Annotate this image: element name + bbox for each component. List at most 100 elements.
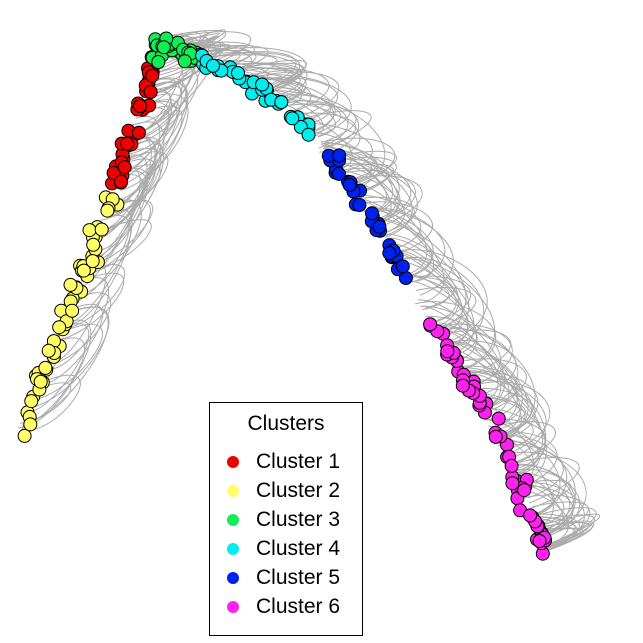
cluster-6-node (523, 508, 538, 523)
graph-edge (114, 105, 183, 188)
cluster-2-node (23, 417, 38, 432)
cluster-4-swatch (227, 543, 239, 555)
cluster-6-node (517, 483, 532, 498)
legend-label: Cluster 6 (256, 595, 341, 618)
cluster-6-node (505, 476, 520, 491)
graph-edge (394, 258, 496, 371)
graph-edge (87, 199, 154, 268)
graph-edge (25, 306, 109, 424)
legend-title: Clusters (247, 412, 325, 435)
graph-edge (425, 315, 477, 360)
cluster-2-node (52, 320, 67, 335)
legend-item-cluster-5: Cluster 5 (227, 566, 340, 590)
graph-edge (111, 136, 162, 203)
graph-edge (149, 44, 219, 78)
cluster-2-node (86, 237, 101, 252)
graph-edge (421, 305, 502, 410)
graph-edge (111, 167, 149, 213)
graph-edge (438, 322, 510, 419)
graph-edge (147, 29, 226, 70)
graph-edge (511, 457, 580, 504)
cluster-3-node (177, 54, 192, 69)
graph-edge (459, 370, 547, 479)
graph-edge (62, 264, 125, 331)
cluster-4-node (255, 77, 270, 92)
legend-item-cluster-3: Cluster 3 (227, 508, 340, 532)
graph-edge (23, 319, 92, 428)
graph-edge (32, 306, 110, 408)
graph-edge (406, 275, 472, 324)
cluster-1-node (131, 125, 146, 140)
graph-edge (478, 396, 546, 472)
cluster-6-node (423, 317, 438, 332)
graph-edge (110, 78, 182, 208)
cluster-1-node (120, 136, 135, 151)
graph-edge (468, 388, 536, 443)
graph-edge (28, 323, 90, 412)
graph-edge (302, 123, 373, 173)
cluster-2-node (63, 277, 78, 292)
graph-edge (223, 62, 304, 91)
graph-edge (495, 421, 556, 468)
cluster-2-node (76, 263, 91, 278)
cluster-5-node (372, 219, 387, 234)
graph-edge (339, 170, 406, 235)
graph-edge (151, 36, 211, 89)
cluster-2-node (38, 360, 53, 375)
legend-item-cluster-1: Cluster 1 (227, 450, 340, 474)
graph-edge (420, 305, 501, 386)
cluster-4-node (231, 66, 245, 80)
graph-edge (378, 233, 470, 340)
cluster-6-node (455, 378, 470, 393)
cluster-5-node (365, 206, 379, 221)
cluster-4-node (301, 127, 316, 142)
cluster-1-swatch (227, 456, 239, 468)
graph-edge (407, 279, 470, 347)
graph-edge (512, 468, 581, 540)
cluster-3-swatch (227, 514, 239, 526)
cluster-1-node (145, 68, 160, 83)
cluster-5-node (352, 198, 367, 212)
cluster-6-swatch (227, 601, 239, 613)
cluster-1-node (143, 85, 158, 99)
cluster-2-node (17, 428, 32, 443)
graph-edge (250, 78, 336, 134)
legend-label: Cluster 3 (256, 508, 341, 531)
graph-edge (415, 286, 477, 331)
graph-edge (532, 501, 589, 539)
graph-edge (70, 214, 131, 325)
cluster-5-node (382, 246, 397, 261)
graph-nodes (17, 31, 553, 561)
cluster-2-node (85, 254, 100, 269)
graph-edge (403, 273, 478, 364)
graph-edge (497, 444, 564, 499)
cluster-6-node (532, 534, 547, 548)
cluster-4-node (206, 58, 220, 73)
cluster-3-node (156, 40, 171, 55)
graph-edge (234, 67, 330, 113)
cluster-2-node (41, 343, 56, 358)
legend-label: Cluster 5 (256, 566, 341, 589)
graph-edge (531, 514, 596, 549)
graph-edge (530, 515, 578, 549)
graph-edge (503, 451, 587, 537)
cluster-3-node (151, 55, 166, 69)
cluster-5-swatch (227, 572, 239, 584)
graph-edge (296, 112, 357, 150)
graph-edge (535, 513, 601, 546)
graph-edge (478, 393, 526, 438)
graph-edge (102, 116, 161, 230)
graph-edge (356, 194, 422, 250)
legend-item-cluster-2: Cluster 2 (227, 479, 340, 503)
legend-label: Cluster 1 (256, 450, 341, 473)
graph-edge (96, 174, 145, 251)
graph-edge (452, 355, 544, 469)
graph-edge (417, 299, 506, 411)
graph-edge (76, 166, 141, 288)
graph-edge (442, 340, 521, 435)
legend-item-cluster-4: Cluster 4 (227, 537, 340, 561)
graph-edge (323, 145, 372, 185)
cluster-2-node (94, 222, 109, 237)
